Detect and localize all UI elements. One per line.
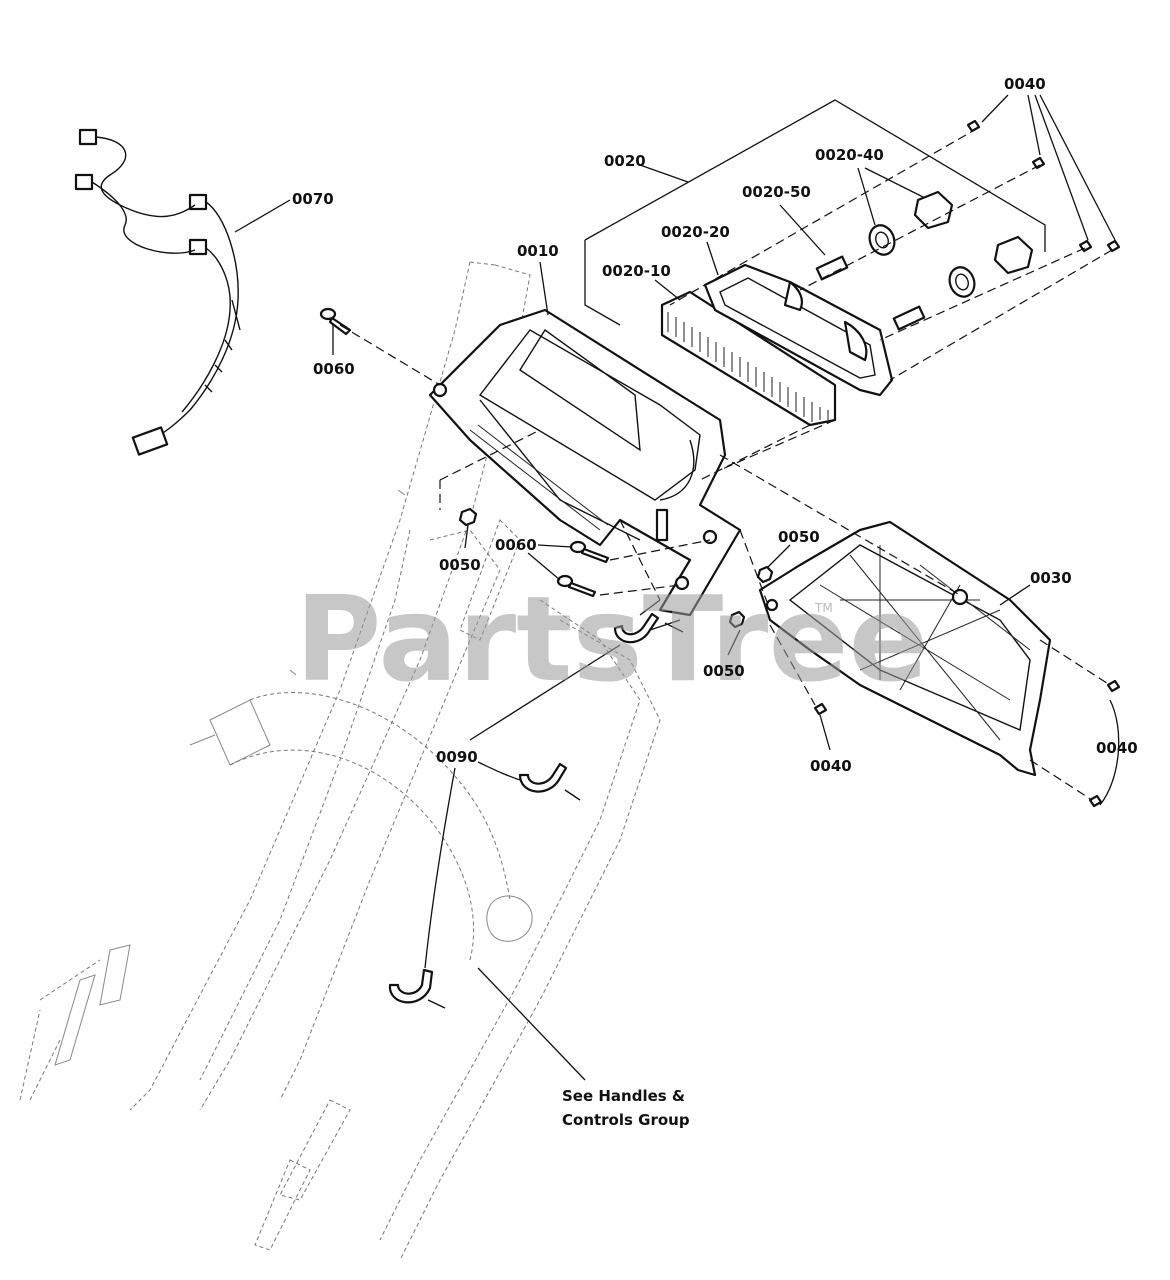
callout-0020-40: 0020-40 xyxy=(815,146,884,164)
nut-icon xyxy=(458,507,478,527)
callout-0050-mid: 0050 xyxy=(778,528,820,546)
handle-frame-ghost xyxy=(19,261,661,1261)
plug-icon xyxy=(131,426,169,456)
callout-0050-left: 0050 xyxy=(439,556,481,574)
watermark: PartsTree xyxy=(295,570,929,708)
callout-0010: 0010 xyxy=(517,242,559,260)
clip-icon xyxy=(913,190,954,230)
nut-icon xyxy=(728,610,746,629)
callout-0060-mid: 0060 xyxy=(495,536,537,554)
clamp-icon xyxy=(518,762,568,793)
wire-harness-0070 xyxy=(74,128,291,456)
fitting-icon xyxy=(892,305,926,331)
assembly-lines xyxy=(339,127,1113,801)
bolt-icon xyxy=(319,307,337,321)
assembly-bracket-0020 xyxy=(584,99,1046,326)
screw-icon xyxy=(1031,156,1046,170)
screw-icon xyxy=(966,119,981,133)
housing-0010 xyxy=(428,261,742,631)
screw-icon xyxy=(813,702,828,716)
connector-icon xyxy=(188,238,208,256)
filter-frame-0020-20 xyxy=(703,241,894,397)
clamps-0090 xyxy=(388,612,684,1009)
callout-0050-low: 0050 xyxy=(703,662,745,680)
post-icon xyxy=(655,508,669,542)
clip-icon xyxy=(993,235,1034,275)
clamp-icon xyxy=(388,968,434,1004)
grommet-icon xyxy=(948,266,976,298)
bolts-0060 xyxy=(319,307,610,598)
callout-0020: 0020 xyxy=(604,152,646,170)
mount-hole-icon xyxy=(702,529,718,545)
connector-icon xyxy=(74,173,94,191)
screw-icon xyxy=(1088,794,1103,808)
fitting-icon xyxy=(815,255,849,281)
nuts-0050 xyxy=(458,507,791,656)
handles-note-line2: Controls Group xyxy=(562,1111,690,1129)
watermark-tm: TM xyxy=(814,601,833,615)
callout-0090: 0090 xyxy=(436,748,478,766)
connector-icon xyxy=(78,128,98,146)
callout-0020-20: 0020-20 xyxy=(661,223,730,241)
callout-0060-left: 0060 xyxy=(313,360,355,378)
mount-hole-icon xyxy=(765,598,779,612)
grommets-0020-40 xyxy=(857,167,1034,298)
screws-0040 xyxy=(813,94,1121,808)
callout-0040-mid: 0040 xyxy=(810,757,852,775)
grommet-icon xyxy=(868,224,896,256)
callout-0040-right: 0040 xyxy=(1096,739,1138,757)
callout-0020-10: 0020-10 xyxy=(602,262,671,280)
callout-0070: 0070 xyxy=(292,190,334,208)
handles-note-line1: See Handles & xyxy=(562,1087,685,1105)
mount-hole-icon xyxy=(674,575,690,591)
mount-hole-icon xyxy=(432,382,448,398)
callout-0030: 0030 xyxy=(1030,569,1072,587)
callout-0040-top: 0040 xyxy=(1004,75,1046,93)
screw-icon xyxy=(1106,239,1121,253)
bolt-icon xyxy=(556,574,574,588)
callout-0020-50: 0020-50 xyxy=(742,183,811,201)
handles-note-leader xyxy=(477,967,586,1081)
clamp-icon xyxy=(613,612,660,644)
fittings-0020-50 xyxy=(779,204,926,331)
screw-icon xyxy=(1106,679,1121,693)
